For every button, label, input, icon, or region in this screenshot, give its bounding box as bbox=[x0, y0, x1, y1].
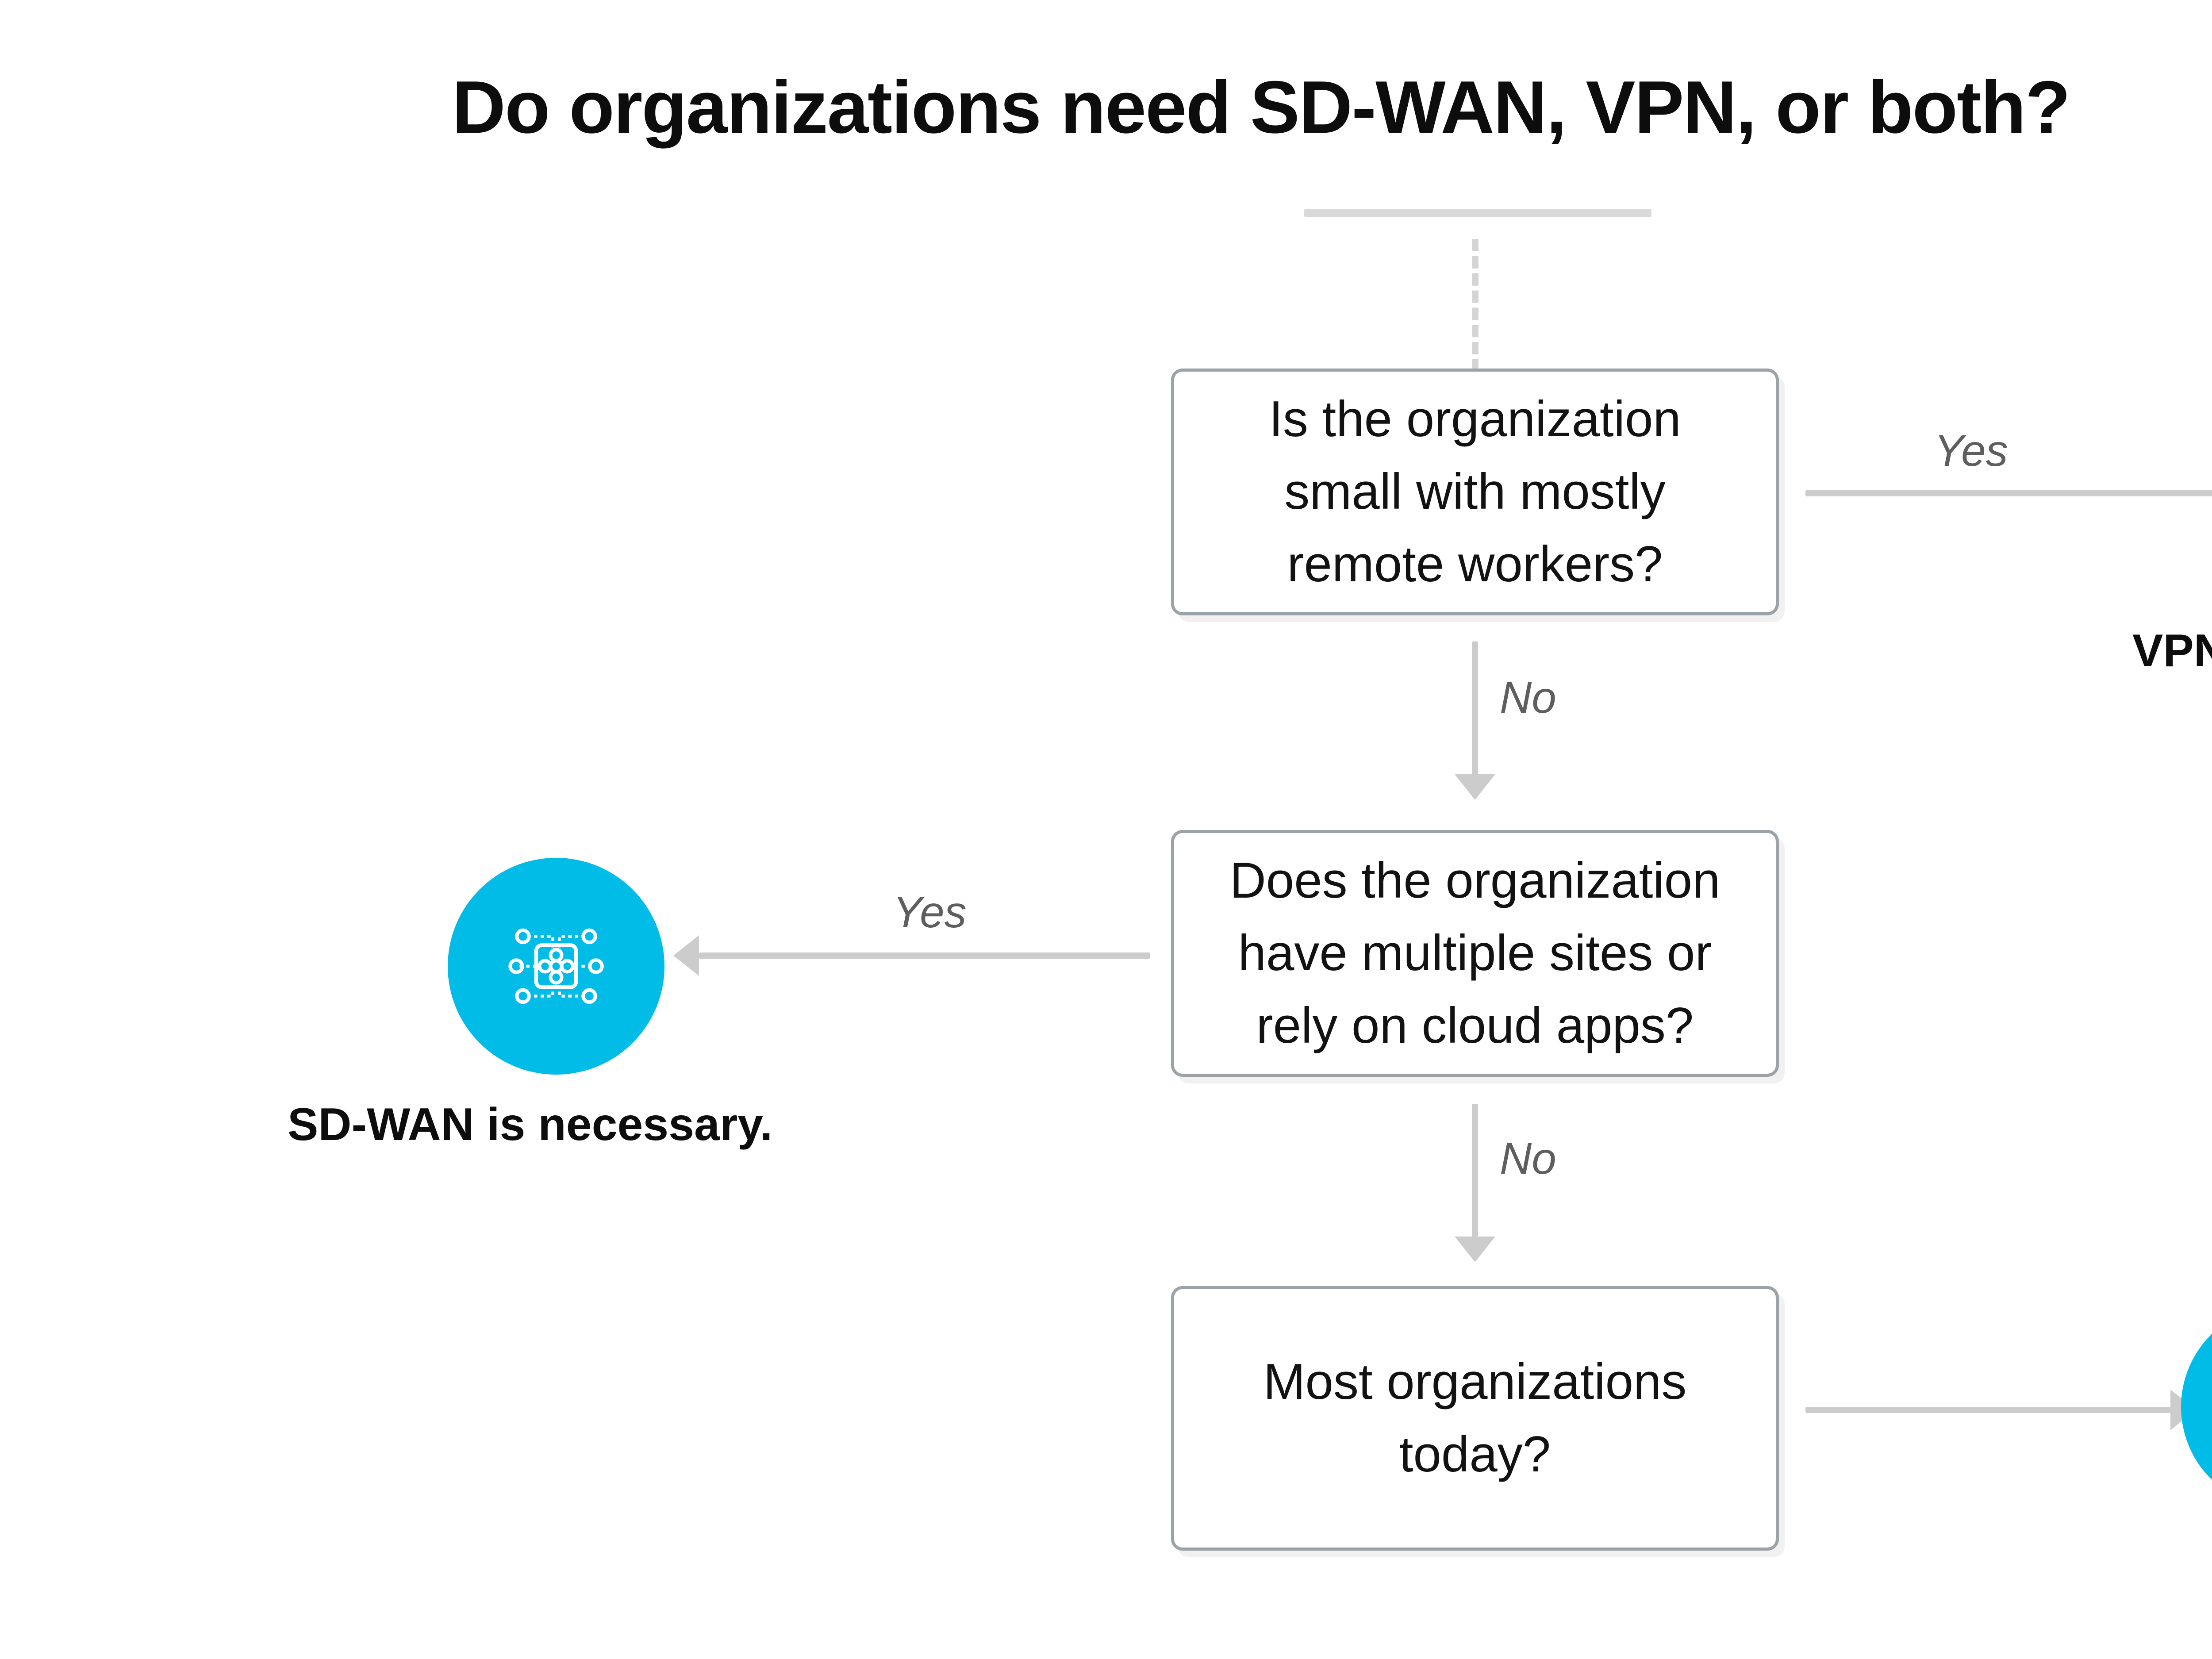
decision-box-3[interactable]: Most organizations today? bbox=[1171, 1286, 1779, 1551]
arrow-box2-to-sdwan-line bbox=[699, 952, 1150, 959]
network-node-icon bbox=[508, 928, 604, 1004]
edge-label-no-1: No bbox=[1500, 673, 1556, 722]
edge-label-yes-2: Yes bbox=[893, 887, 967, 937]
decision-box-1[interactable]: Is the organization small with mostly re… bbox=[1171, 369, 1779, 615]
edge-label-no-2: No bbox=[1500, 1134, 1556, 1183]
decision-box-2[interactable]: Does the organization have multiple site… bbox=[1171, 830, 1779, 1077]
arrow-down-icon bbox=[1455, 774, 1495, 800]
arrow-left-icon bbox=[673, 935, 699, 976]
both-sdwan-icon-badge[interactable] bbox=[2181, 1305, 2212, 1509]
decision-box-2-text: Does the organization have multiple site… bbox=[1229, 852, 1720, 1054]
top-connector-bar bbox=[1304, 209, 1651, 217]
sdwan-outcome-icon-badge[interactable] bbox=[448, 858, 664, 1075]
top-connector-dashed-line bbox=[1472, 239, 1479, 372]
arrow-box1-to-vpn-line bbox=[1805, 490, 2212, 496]
arrow-box1-to-box2-line bbox=[1472, 641, 1478, 779]
arrow-box2-to-box3-line bbox=[1472, 1104, 1478, 1241]
edge-label-yes-1: Yes bbox=[1934, 426, 2008, 476]
decision-box-3-text: Most organizations today? bbox=[1263, 1353, 1687, 1482]
decision-box-1-text: Is the organization small with mostly re… bbox=[1269, 391, 1681, 593]
arrow-down-icon bbox=[1455, 1237, 1495, 1262]
arrow-box3-to-both-line bbox=[1805, 1407, 2173, 1413]
outcome-label-vpn: VPN is often enough. bbox=[2132, 625, 2212, 676]
page-title: Do organizations need SD-WAN, VPN, or bo… bbox=[452, 65, 2071, 149]
outcome-label-sdwan: SD-WAN is necessary. bbox=[288, 1099, 773, 1150]
